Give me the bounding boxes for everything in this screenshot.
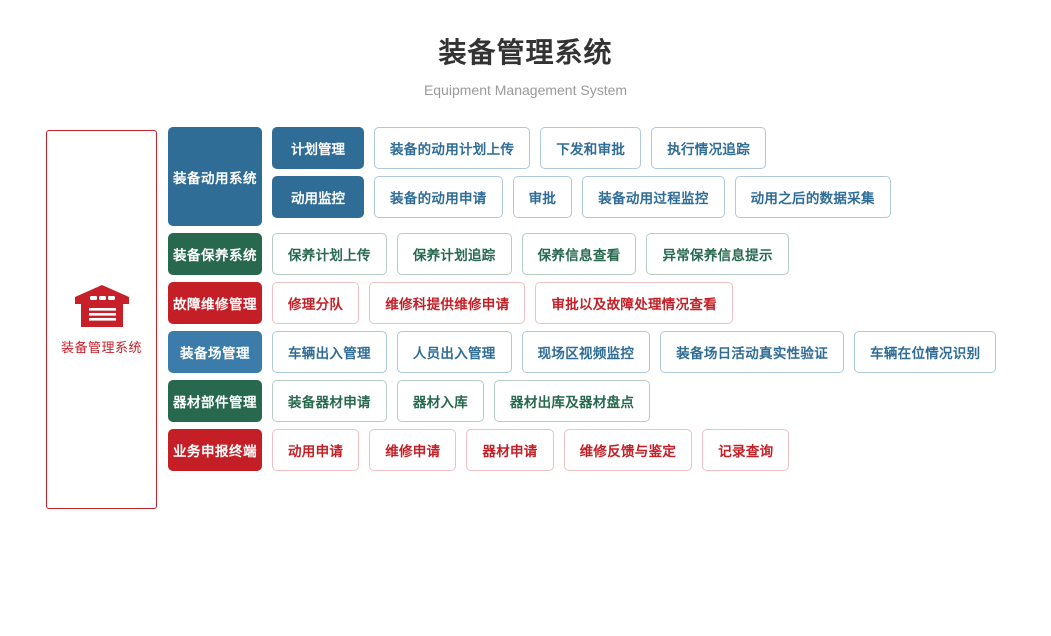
module-subrow-stack: 修理分队维修科提供维修申请审批以及故障处理情况查看 (262, 282, 1048, 324)
module-category-3[interactable]: 故障维修管理 (168, 282, 262, 324)
module-card[interactable]: 维修科提供维修申请 (369, 282, 526, 324)
module-card[interactable]: 器材出库及器材盘点 (494, 380, 651, 422)
module-card[interactable]: 装备场日活动真实性验证 (660, 331, 845, 373)
module-card[interactable]: 装备动用过程监控 (582, 176, 725, 218)
module-subrow-stack: 动用申请维修申请器材申请维修反馈与鉴定记录查询 (262, 429, 1048, 471)
module-subcategory[interactable]: 计划管理 (272, 127, 364, 169)
module-rows: 装备动用系统计划管理装备的动用计划上传下发和审批执行情况追踪动用监控装备的动用申… (168, 127, 1048, 478)
module-card[interactable]: 装备的动用计划上传 (374, 127, 531, 169)
module-subrow: 修理分队维修科提供维修申请审批以及故障处理情况查看 (262, 282, 1048, 324)
module-row: 故障维修管理修理分队维修科提供维修申请审批以及故障处理情况查看 (168, 282, 1048, 324)
module-subrow: 保养计划上传保养计划追踪保养信息查看异常保养信息提示 (262, 233, 1048, 275)
page-subtitle: Equipment Management System (423, 82, 628, 98)
module-card[interactable]: 车辆在位情况识别 (854, 331, 997, 373)
module-subrow: 计划管理装备的动用计划上传下发和审批执行情况追踪 (262, 127, 1048, 169)
module-subcategory[interactable]: 动用监控 (272, 176, 364, 218)
system-root-label: 装备管理系统 (60, 340, 142, 355)
module-card[interactable]: 保养信息查看 (521, 233, 637, 275)
module-card[interactable]: 人员出入管理 (396, 331, 512, 373)
module-card[interactable]: 装备器材申请 (272, 380, 387, 422)
module-card[interactable]: 记录查询 (702, 429, 790, 471)
module-category-1[interactable]: 装备动用系统 (168, 127, 262, 226)
module-card[interactable]: 保养计划上传 (272, 233, 387, 275)
module-subrow: 动用申请维修申请器材申请维修反馈与鉴定记录查询 (262, 429, 1048, 471)
module-row: 器材部件管理装备器材申请器材入库器材出库及器材盘点 (168, 380, 1048, 422)
module-category-5[interactable]: 器材部件管理 (168, 380, 262, 422)
module-row: 装备动用系统计划管理装备的动用计划上传下发和审批执行情况追踪动用监控装备的动用申… (168, 127, 1048, 226)
page-title: 装备管理系统 (438, 37, 613, 68)
module-subrow: 车辆出入管理人员出入管理现场区视频监控装备场日活动真实性验证车辆在位情况识别 (262, 331, 1048, 373)
module-subrow-stack: 计划管理装备的动用计划上传下发和审批执行情况追踪动用监控装备的动用申请审批装备动… (262, 127, 1048, 218)
module-card[interactable]: 动用之后的数据采集 (734, 176, 891, 218)
module-card[interactable]: 保养计划追踪 (396, 233, 512, 275)
system-root-panel[interactable]: 装备管理系统 (46, 130, 157, 509)
module-subrow-stack: 装备器材申请器材入库器材出库及器材盘点 (262, 380, 1048, 422)
module-card[interactable]: 动用申请 (272, 429, 360, 471)
module-card[interactable]: 器材申请 (466, 429, 554, 471)
module-row: 装备场管理车辆出入管理人员出入管理现场区视频监控装备场日活动真实性验证车辆在位情… (168, 331, 1048, 373)
module-card[interactable]: 异常保养信息提示 (646, 233, 789, 275)
module-card[interactable]: 现场区视频监控 (521, 331, 651, 373)
module-card[interactable]: 执行情况追踪 (651, 127, 767, 169)
module-card[interactable]: 车辆出入管理 (272, 331, 387, 373)
module-card[interactable]: 修理分队 (272, 282, 360, 324)
module-card[interactable]: 审批以及故障处理情况查看 (535, 282, 734, 324)
page-header: 装备管理系统 Equipment Management System (0, 36, 1051, 100)
module-card[interactable]: 装备的动用申请 (374, 176, 503, 218)
module-subrow-stack: 保养计划上传保养计划追踪保养信息查看异常保养信息提示 (262, 233, 1048, 275)
module-card[interactable]: 下发和审批 (540, 127, 642, 169)
warehouse-icon (73, 283, 131, 329)
module-card[interactable]: 审批 (512, 176, 573, 218)
module-subrow-stack: 车辆出入管理人员出入管理现场区视频监控装备场日活动真实性验证车辆在位情况识别 (262, 331, 1048, 373)
module-row: 装备保养系统保养计划上传保养计划追踪保养信息查看异常保养信息提示 (168, 233, 1048, 275)
module-card[interactable]: 维修申请 (369, 429, 457, 471)
module-card[interactable]: 维修反馈与鉴定 (563, 429, 693, 471)
module-row: 业务申报终端动用申请维修申请器材申请维修反馈与鉴定记录查询 (168, 429, 1048, 471)
module-category-4[interactable]: 装备场管理 (168, 331, 262, 373)
module-subrow: 装备器材申请器材入库器材出库及器材盘点 (262, 380, 1048, 422)
module-card[interactable]: 器材入库 (396, 380, 485, 422)
module-subrow: 动用监控装备的动用申请审批装备动用过程监控动用之后的数据采集 (262, 176, 1048, 218)
module-category-2[interactable]: 装备保养系统 (168, 233, 262, 275)
module-category-6[interactable]: 业务申报终端 (168, 429, 262, 471)
